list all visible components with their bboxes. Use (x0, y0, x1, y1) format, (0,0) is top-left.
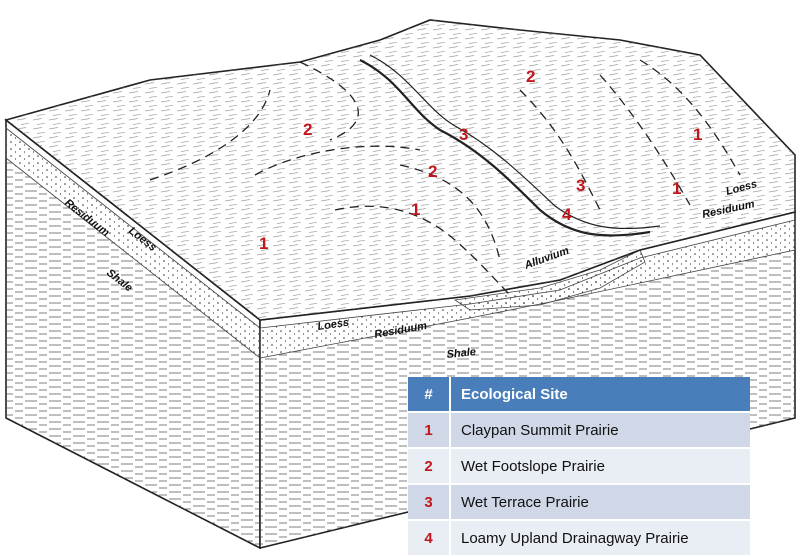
site-boundary (254, 145, 421, 176)
legend-row-name: Loamy Upland Drainagway Prairie (450, 520, 750, 557)
legend-row: 2 Wet Footslope Prairie (408, 448, 750, 485)
ecological-site-legend: # Ecological Site 1 Claypan Summit Prair… (408, 377, 750, 557)
site-boundary (519, 89, 601, 211)
legend-header-number: # (408, 377, 451, 413)
legend-row: 1 Claypan Summit Prairie (408, 412, 750, 449)
legend-header-row: # Ecological Site (408, 377, 750, 413)
site-number-label: 1 (411, 200, 420, 219)
stream-bank (369, 54, 661, 230)
site-number-label: 2 (428, 162, 437, 181)
legend-header-name: Ecological Site (450, 377, 750, 413)
block-left-face (5, 118, 261, 550)
stream-channel (359, 59, 651, 237)
site-number-label: 1 (693, 125, 702, 144)
site-number-label: 2 (526, 67, 535, 86)
alluvium-lens (453, 249, 646, 311)
legend-row: 4 Loamy Upland Drainagway Prairie (408, 520, 750, 557)
site-number-labels: 1 2 2 3 2 1 1 3 1 4 (259, 67, 702, 253)
legend-row: 3 Wet Terrace Prairie (408, 484, 750, 521)
site-number-label: 3 (459, 125, 468, 144)
shale-label: Shale (446, 346, 476, 361)
site-boundary (639, 59, 741, 176)
site-number-label: 4 (562, 205, 572, 224)
site-boundary (334, 205, 511, 296)
legend-row-name: Claypan Summit Prairie (450, 412, 750, 449)
legend-row-number: 2 (408, 448, 451, 485)
legend-row-number: 4 (408, 520, 451, 557)
legend-row-name: Wet Footslope Prairie (450, 448, 750, 485)
legend-row-number: 3 (408, 484, 451, 521)
site-boundary (149, 89, 271, 181)
terrain-surface (4, 19, 796, 321)
site-number-label: 1 (672, 179, 681, 198)
site-boundary (299, 61, 359, 141)
site-number-label: 2 (303, 120, 312, 139)
site-number-label: 1 (259, 234, 268, 253)
legend-row-number: 1 (408, 412, 451, 449)
loess-label: Loess (317, 317, 350, 333)
site-boundary (399, 164, 501, 261)
legend-row-name: Wet Terrace Prairie (450, 484, 750, 521)
site-boundary (599, 74, 691, 206)
site-number-label: 3 (576, 176, 585, 195)
